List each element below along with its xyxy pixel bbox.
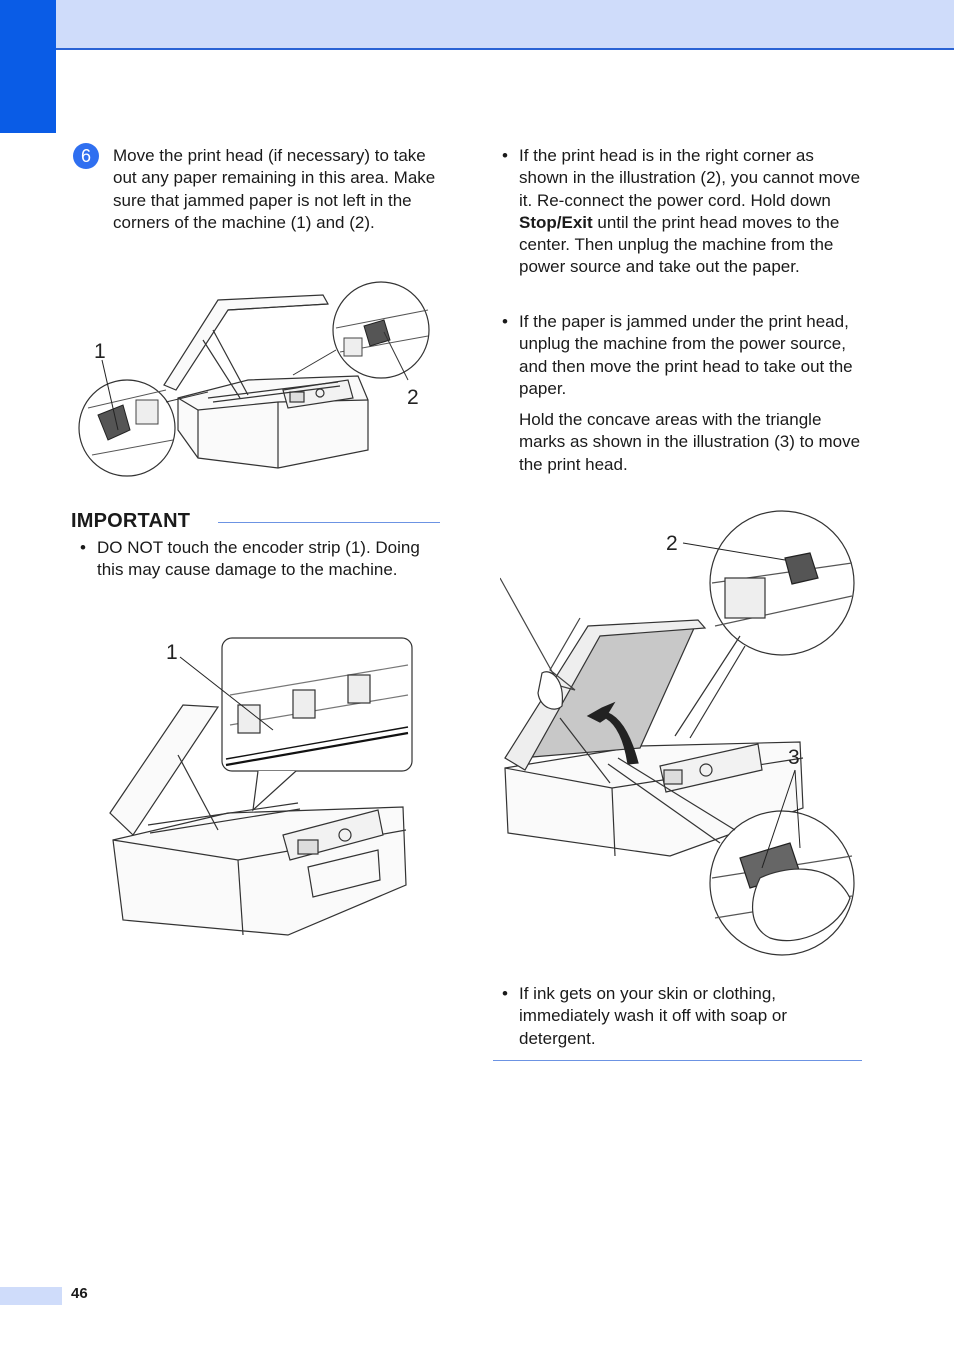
zoom-circle-right-corner	[292, 281, 430, 381]
bullet-text: If the paper is jammed under the print h…	[519, 312, 853, 398]
step-instruction-text: Move the print head (if necessary) to ta…	[113, 146, 436, 232]
callout-2: 2	[407, 386, 419, 409]
callout-1: 1	[166, 641, 178, 664]
stop-exit-key: Stop/Exit	[519, 212, 593, 232]
page-number-bar	[0, 1287, 62, 1305]
important-heading-rule	[218, 522, 440, 523]
callout-1: 1	[94, 340, 106, 363]
figure-move-print-head: 2 3	[500, 508, 860, 958]
bullet-text: If ink gets on your skin or clothing, im…	[519, 984, 788, 1048]
bullet-followup-text: Hold the concave areas with the triangle…	[519, 410, 861, 474]
bullet-print-head-right-corner: • If the print head is in the right corn…	[502, 145, 864, 279]
bullet-text: until the print head moves to the center…	[519, 212, 840, 277]
callout-3: 3	[788, 746, 800, 769]
encoder-strip-illustration: 1	[109, 637, 413, 936]
move-print-head-illustration: 2 3	[500, 510, 855, 956]
important-end-rule	[493, 1060, 862, 1061]
page-number: 46	[71, 1285, 88, 1302]
figure-printer-corners: 1 2	[78, 280, 438, 480]
bullet-ink-warning: • If ink gets on your skin or clothing, …	[502, 983, 864, 1050]
figure-encoder-strip: 1	[108, 635, 418, 945]
header-band	[0, 0, 954, 50]
bullet-marker: •	[502, 984, 508, 1003]
callout-2: 2	[666, 532, 678, 555]
bullet-marker: •	[502, 146, 508, 165]
bullet-paper-under-print-head: • If the paper is jammed under the print…	[502, 311, 864, 400]
printer-corners-illustration: 1 2	[78, 281, 430, 477]
bullet-marker: •	[502, 312, 508, 331]
bullet-marker: •	[80, 538, 86, 557]
bullet-text: If the print head is in the right corner…	[519, 146, 861, 210]
important-item-text: DO NOT touch the encoder strip (1). Doin…	[97, 538, 420, 580]
step-number-badge: 6	[73, 143, 99, 169]
zoom-circle-left-corner	[78, 379, 209, 477]
chapter-tab	[0, 0, 56, 133]
important-bullet: • DO NOT touch the encoder strip (1). Do…	[80, 537, 437, 582]
important-heading: IMPORTANT	[71, 510, 191, 532]
